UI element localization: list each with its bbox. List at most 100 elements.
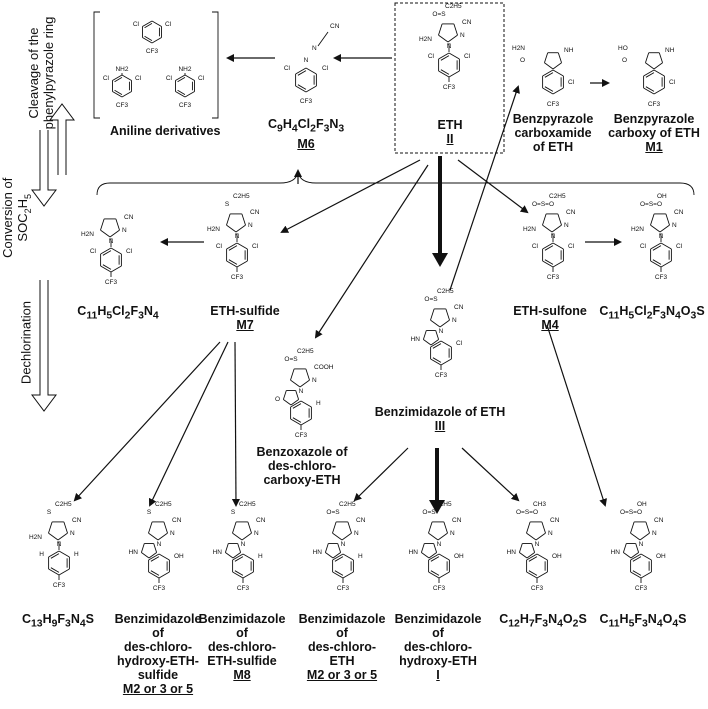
svg-text:N: N	[70, 530, 75, 537]
svg-text:HN: HN	[411, 336, 421, 343]
arrow-m7-to-c13	[73, 341, 221, 502]
label-conversion: Conversion of SOC2H5	[0, 173, 36, 263]
svg-text:CN: CN	[654, 517, 664, 524]
svg-text:N: N	[354, 530, 359, 537]
svg-text:S: S	[225, 201, 230, 208]
p5-code: I	[436, 668, 440, 682]
svg-text:S: S	[147, 509, 152, 516]
p5-line4: hydroxy-ETH	[399, 654, 477, 668]
svg-text:CF3: CF3	[146, 48, 159, 55]
svg-text:Cl: Cl	[568, 79, 575, 86]
svg-text:CF3: CF3	[655, 274, 668, 281]
svg-text:C2H5: C2H5	[549, 193, 566, 200]
benzimid-code: III	[434, 419, 446, 433]
arrow-iii-to-c12	[461, 447, 520, 502]
eth-dashed-box	[394, 2, 505, 154]
svg-text:C2H5: C2H5	[445, 3, 462, 10]
svg-text:Cl: Cl	[252, 243, 259, 250]
svg-text:CN: CN	[566, 209, 576, 216]
svg-text:S: S	[231, 509, 236, 516]
svg-text:N: N	[535, 541, 540, 548]
curly-brace	[96, 171, 695, 196]
arrow-iii-to-p4	[353, 447, 409, 502]
carboxamide-line1: Benzpyrazole	[512, 112, 594, 126]
p5-label: Benzimidazole of des-chloro- hydroxy-ETH…	[390, 612, 486, 682]
p2-code: M2 or 3 or 5	[122, 682, 194, 696]
svg-text:O=S=O: O=S=O	[516, 509, 538, 516]
svg-text:HN: HN	[213, 549, 223, 556]
svg-text:H: H	[316, 400, 321, 407]
svg-text:H: H	[74, 551, 79, 558]
cleavage-line2: phenylpyrazole ring	[41, 16, 56, 130]
svg-text:O=S: O=S	[284, 356, 298, 363]
svg-text:N: N	[564, 222, 569, 229]
svg-text:H2N: H2N	[523, 226, 536, 233]
p4-line2: of	[336, 626, 348, 640]
svg-text:Cl: Cl	[103, 75, 110, 82]
svg-text:CN: CN	[454, 304, 464, 311]
dechlorination-text: Dechlorination	[18, 300, 34, 385]
svg-text:CN: CN	[550, 517, 560, 524]
svg-text:CF3: CF3	[337, 585, 350, 592]
svg-text:HN: HN	[611, 549, 621, 556]
svg-text:H2N: H2N	[29, 534, 42, 541]
arrow-eth-to-benzoxazole	[314, 164, 429, 339]
svg-text:HO: HO	[618, 45, 628, 52]
benzoxazole-line1: Benzoxazole of	[256, 445, 348, 459]
svg-text:CF3: CF3	[231, 274, 244, 281]
svg-text:Cl: Cl	[90, 248, 97, 255]
svg-text:N: N	[170, 530, 175, 537]
svg-text:Cl: Cl	[135, 75, 142, 82]
svg-text:O=S=O: O=S=O	[620, 509, 642, 516]
m1-line1: Benzpyrazole	[613, 112, 695, 126]
svg-text:CF3: CF3	[547, 274, 560, 281]
svg-text:C2H5: C2H5	[155, 501, 172, 508]
svg-text:CN: CN	[250, 209, 260, 216]
svg-text:C2H5: C2H5	[435, 501, 452, 508]
p3-code: M8	[233, 668, 251, 682]
p4-line3: des-chloro-	[307, 640, 377, 654]
p5-line2: of	[432, 626, 444, 640]
carboxamide-label: Benzpyrazole carboxamide of ETH	[508, 112, 598, 154]
svg-text:O=S=O: O=S=O	[640, 201, 662, 208]
m6-label: C9H4Cl2F3N3 M6	[268, 117, 344, 151]
p3-line4: ETH-sulfide	[207, 654, 277, 668]
svg-text:H2N: H2N	[419, 36, 432, 43]
svg-text:C2H5: C2H5	[339, 501, 356, 508]
svg-text:CN: CN	[256, 517, 266, 524]
svg-text:CF3: CF3	[105, 279, 118, 286]
benzimid-label: Benzimidazole of ETH III	[365, 405, 515, 433]
arrow-m7-to-p3	[231, 341, 240, 507]
svg-text:HN: HN	[313, 549, 323, 556]
svg-text:OH: OH	[552, 553, 562, 560]
svg-text:Cl: Cl	[669, 79, 676, 86]
svg-text:N: N	[341, 541, 346, 548]
svg-text:CF3: CF3	[435, 372, 448, 379]
svg-text:Cl: Cl	[532, 243, 539, 250]
hollow-arrow-cleavage	[49, 103, 75, 175]
svg-text:N: N	[652, 530, 657, 537]
arrow-m7-to-p2	[148, 341, 229, 507]
svg-text:OH: OH	[637, 501, 647, 508]
label-cleavage: Cleavage of the phenylpyrazole ring	[26, 0, 56, 148]
svg-text:O: O	[275, 396, 280, 403]
svg-text:CF3: CF3	[53, 582, 66, 589]
svg-text:Cl: Cl	[284, 65, 291, 72]
cleavage-line1: Cleavage of the	[26, 27, 41, 119]
svg-text:N: N	[672, 222, 677, 229]
m6-code: M6	[297, 136, 315, 151]
svg-text:C2H5: C2H5	[239, 501, 256, 508]
svg-text:CF3: CF3	[295, 432, 308, 439]
c11o4s-label: C11H5F3N4O4S	[590, 612, 696, 632]
svg-text:CN: CN	[172, 517, 182, 524]
p3-label: Benzimidazole of des-chloro- ETH-sulfide…	[194, 612, 290, 682]
c11o3s-label: C11H5Cl2F3N4O3S	[598, 304, 706, 324]
arrow-benzimid-to-carboxamide	[449, 85, 520, 291]
c11cl2-formula: C11H5Cl2F3N4	[77, 304, 159, 322]
